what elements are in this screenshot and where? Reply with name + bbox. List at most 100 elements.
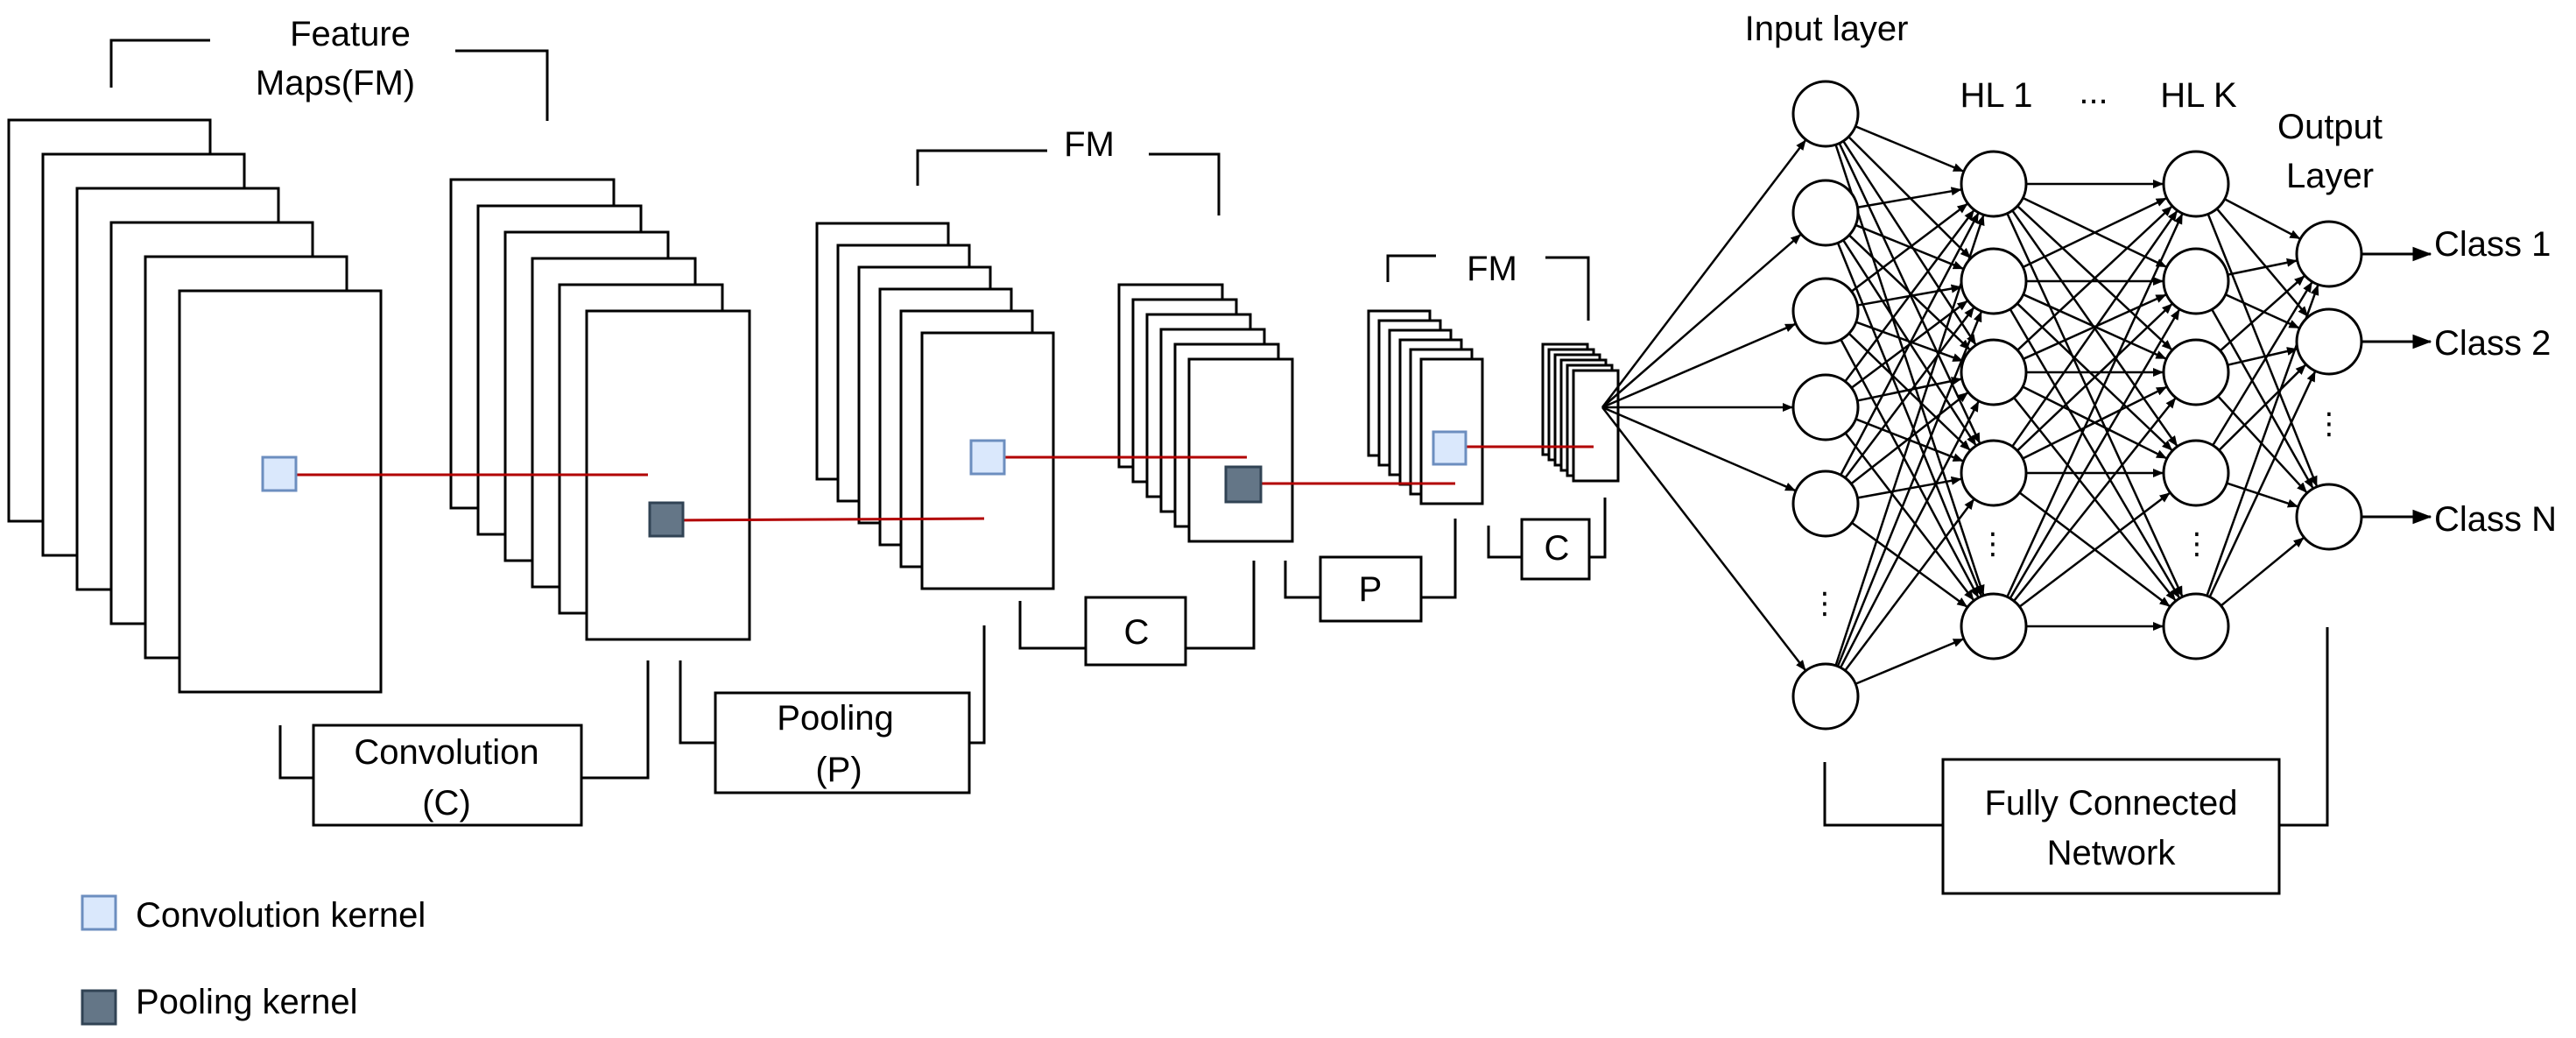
feature-map-stack xyxy=(1541,342,1620,483)
network-edge xyxy=(1601,139,1806,408)
network-edge xyxy=(2011,210,2178,448)
network-edge xyxy=(1848,136,1971,259)
bracket-line xyxy=(1018,601,1086,650)
pooling-kernel xyxy=(1224,465,1263,504)
kernel-connector-line xyxy=(666,517,985,522)
network-edge xyxy=(1839,400,1980,668)
input-node xyxy=(1791,179,1860,247)
network-edge xyxy=(1856,377,1962,402)
network-edge xyxy=(1834,215,1985,667)
network-edge xyxy=(2226,482,2298,508)
network-edge xyxy=(2228,258,2298,276)
hl1-label: HL 1 xyxy=(1960,76,2032,115)
bracket-line xyxy=(109,39,210,88)
feature-map-stacks xyxy=(7,118,1620,694)
legend-pool-kernel-label: Pooling kernel xyxy=(136,983,358,1021)
feature-map-stack xyxy=(1117,283,1294,543)
network-edge xyxy=(2022,385,2167,460)
network-edge xyxy=(1857,187,1962,208)
convolution-kernel xyxy=(969,439,1006,476)
hlk-ellipsis: ⋮ xyxy=(2182,527,2212,561)
network-edge xyxy=(2016,303,2173,452)
fully-connected-box xyxy=(1941,758,2281,895)
network-edge xyxy=(1601,406,1806,671)
convolution-kernel xyxy=(1432,430,1467,466)
network-edge xyxy=(2215,208,2309,317)
network-edge xyxy=(2006,213,2184,597)
hidden-layer-1-node xyxy=(1960,247,2028,315)
hidden-layer-k-node xyxy=(2162,150,2230,218)
network-edge xyxy=(2212,281,2313,447)
network-edge xyxy=(1844,432,1974,601)
hidden-layer-k-node xyxy=(2162,439,2230,507)
bracket-line xyxy=(1487,526,1522,559)
fm-label-3: FM xyxy=(1467,250,1517,288)
class-2-label: Class 2 xyxy=(2434,324,2551,363)
bracket-line xyxy=(1545,256,1590,321)
c-box-2 xyxy=(1520,518,1591,581)
feature-map xyxy=(1187,357,1294,543)
network-edge xyxy=(1848,234,1971,350)
feature-map-stack xyxy=(449,178,751,641)
convolution-box xyxy=(312,724,583,827)
network-edge xyxy=(2022,197,2167,269)
network-edge xyxy=(1844,498,1975,672)
convolution-label-2: (C) xyxy=(422,784,471,823)
network-edge xyxy=(2224,198,2301,240)
text-labels: Feature Maps(FM) FM FM Convolution (C) P… xyxy=(256,10,2382,872)
network-edge xyxy=(1601,322,1797,409)
output-node xyxy=(2295,220,2363,288)
network-edge xyxy=(1844,209,1975,383)
hl1-ellipsis: ⋮ xyxy=(1978,527,2008,561)
hidden-layer-1-node xyxy=(1960,592,2028,660)
network-edge xyxy=(1840,212,1980,476)
hidden-layer-k-node xyxy=(2162,338,2230,406)
network-edge xyxy=(1850,202,1968,293)
pooling-box xyxy=(714,691,971,794)
hidden-layer-k-node xyxy=(2162,247,2230,315)
network-edge xyxy=(2206,213,2319,487)
convolution-kernel xyxy=(261,455,298,492)
network-edge xyxy=(1836,242,1982,597)
bracket-line xyxy=(1186,561,1256,650)
output-layer-ellipsis: ⋮ xyxy=(2314,407,2344,441)
class-labels: Class 1 Class 2 Class N xyxy=(2434,225,2557,539)
network-edge xyxy=(2009,308,2180,599)
legend: Convolution kernel Pooling kernel xyxy=(81,894,426,1026)
c-box-1 xyxy=(1084,596,1187,667)
kernel-connector-lines xyxy=(289,445,1594,522)
hidden-layer-k-node xyxy=(2162,592,2230,660)
network-edge xyxy=(2013,397,2177,602)
p-box-label: P xyxy=(1359,570,1383,609)
bracket-line xyxy=(2279,627,2329,827)
feature-map-stack xyxy=(815,222,1055,590)
feature-map xyxy=(1572,369,1620,483)
network-edge xyxy=(1601,234,1802,408)
legend-conv-kernel-swatch xyxy=(81,894,117,931)
pooling-kernel xyxy=(648,501,685,538)
feature-map-stack xyxy=(1367,309,1484,505)
network-edge xyxy=(2023,293,2167,360)
network-edge xyxy=(2208,371,2317,598)
hidden-layer-1-node xyxy=(1960,439,2028,507)
network-edge xyxy=(1855,638,1964,685)
input-node xyxy=(1791,470,1860,538)
output-node xyxy=(2295,483,2363,551)
bracket-lines xyxy=(109,39,2329,827)
network-edge xyxy=(1836,311,1982,667)
network-edge xyxy=(1601,406,1797,492)
network-nodes xyxy=(1791,80,2363,731)
fully-connected-label-2: Network xyxy=(2047,834,2177,872)
legend-conv-kernel-label: Convolution kernel xyxy=(136,896,426,935)
input-node xyxy=(1791,277,1860,345)
bracket-line xyxy=(1149,152,1221,215)
hidden-layer-1-node xyxy=(1960,338,2028,406)
network-edge xyxy=(2219,275,2305,352)
network-edge xyxy=(2220,537,2305,607)
bracket-line xyxy=(1823,762,1943,827)
pooling-label-2: (P) xyxy=(815,751,862,789)
network-edge xyxy=(2227,347,2298,366)
network-edge xyxy=(1840,339,1980,598)
c-box-1-label: C xyxy=(1124,613,1150,652)
